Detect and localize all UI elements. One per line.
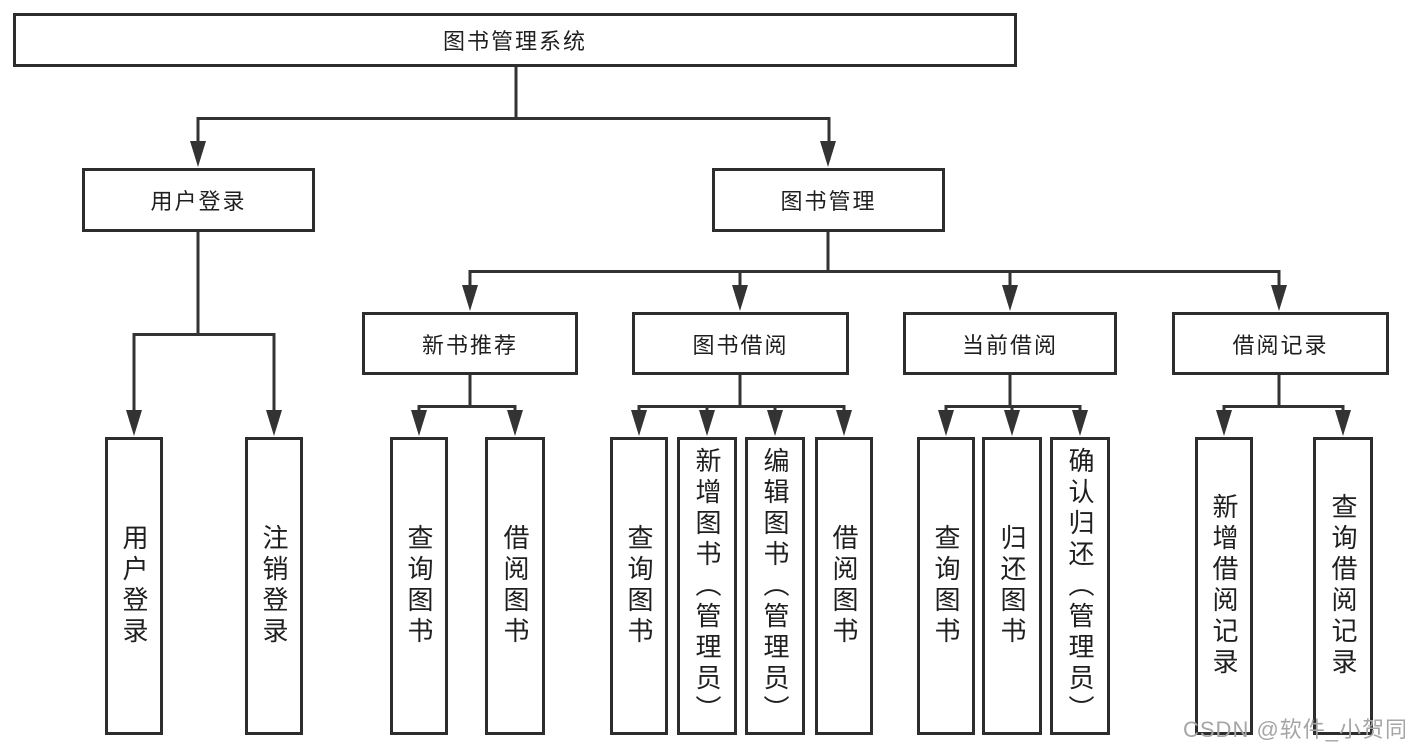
connector-borrow-records-branch: [1222, 375, 1345, 430]
leaf-bb-borrow-books: 借阅图书: [815, 437, 873, 735]
node-current-borrowing: 当前借阅: [903, 312, 1117, 375]
leaf-nbr-borrow-books-label: 借阅图书: [500, 524, 530, 648]
arrow-down-icon: [266, 410, 282, 436]
leaf-bb-add-books-admin-label: 新增图书（管理员）: [692, 446, 722, 726]
leaf-cb-return-books-label: 归还图书: [997, 524, 1027, 648]
arrow-down-icon: [1072, 410, 1088, 436]
arrow-down-icon: [1271, 285, 1287, 311]
leaf-cb-confirm-return-admin: 确认归还（管理员）: [1050, 437, 1110, 735]
leaf-user-login: 用户登录: [105, 437, 163, 735]
arrow-down-icon: [507, 410, 523, 436]
arrow-down-icon: [836, 410, 852, 436]
arrow-down-icon: [1004, 410, 1020, 436]
connector-book-borrow-branch: [637, 375, 846, 430]
arrow-down-icon: [820, 141, 836, 167]
arrow-down-icon: [938, 410, 954, 436]
arrow-down-icon: [732, 285, 748, 311]
leaf-bb-edit-books-admin-label: 编辑图书（管理员）: [760, 446, 790, 726]
arrow-down-icon: [411, 410, 427, 436]
connector-user-login-branch: [132, 232, 276, 430]
leaf-bb-query-books: 查询图书: [610, 437, 668, 735]
arrow-down-icon: [1002, 285, 1018, 311]
arrow-down-icon: [126, 410, 142, 436]
leaf-nbr-borrow-books: 借阅图书: [485, 437, 545, 735]
leaf-cb-return-books: 归还图书: [982, 437, 1042, 735]
node-user-login-label: 用户登录: [150, 189, 247, 214]
leaf-user-login-label: 用户登录: [119, 524, 149, 648]
arrow-down-icon: [462, 285, 478, 311]
connector-root-branch: [196, 67, 831, 160]
node-borrowing-records-label: 借阅记录: [1232, 332, 1329, 358]
node-user-login: 用户登录: [82, 168, 315, 232]
node-book-management: 图书管理: [712, 168, 945, 232]
node-borrowing-records: 借阅记录: [1172, 312, 1389, 375]
connector-book-mgmt-branch: [468, 232, 1281, 305]
node-current-borrowing-label: 当前借阅: [961, 332, 1058, 358]
leaf-nbr-query-books-label: 查询图书: [404, 524, 434, 648]
arrow-down-icon: [631, 410, 647, 436]
node-root-label: 图书管理系统: [442, 29, 587, 54]
leaf-br-add-record-label: 新增借阅记录: [1209, 493, 1239, 679]
leaf-br-query-record-label: 查询借阅记录: [1328, 493, 1358, 679]
connector-new-book-branch: [417, 375, 517, 430]
node-book-management-label: 图书管理: [780, 189, 877, 214]
arrow-down-icon: [1216, 410, 1232, 436]
leaf-cb-confirm-return-admin-label: 确认归还（管理员）: [1065, 446, 1095, 726]
leaf-logout-label: 注销登录: [259, 524, 289, 648]
leaf-bb-edit-books-admin: 编辑图书（管理员）: [745, 437, 805, 735]
node-new-book-recommend: 新书推荐: [362, 312, 578, 375]
arrow-down-icon: [767, 410, 783, 436]
leaf-cb-query-books: 查询图书: [917, 437, 975, 735]
leaf-br-add-record: 新增借阅记录: [1195, 437, 1253, 735]
leaf-cb-query-books-label: 查询图书: [931, 524, 961, 648]
leaf-logout: 注销登录: [245, 437, 303, 735]
node-book-borrowing: 图书借阅: [632, 312, 849, 375]
arrow-down-icon: [1335, 410, 1351, 436]
leaf-bb-borrow-books-label: 借阅图书: [829, 524, 859, 648]
node-book-borrowing-label: 图书借阅: [692, 332, 789, 358]
node-root: 图书管理系统: [13, 13, 1017, 67]
leaf-br-query-record: 查询借阅记录: [1313, 437, 1373, 735]
arrow-down-icon: [699, 410, 715, 436]
leaf-nbr-query-books: 查询图书: [390, 437, 448, 735]
leaf-bb-query-books-label: 查询图书: [624, 524, 654, 648]
leaf-bb-add-books-admin: 新增图书（管理员）: [677, 437, 737, 735]
node-new-book-recommend-label: 新书推荐: [421, 332, 518, 358]
watermark: CSDN @软件_小贺同学: [1183, 717, 1405, 742]
arrow-down-icon: [190, 141, 206, 167]
